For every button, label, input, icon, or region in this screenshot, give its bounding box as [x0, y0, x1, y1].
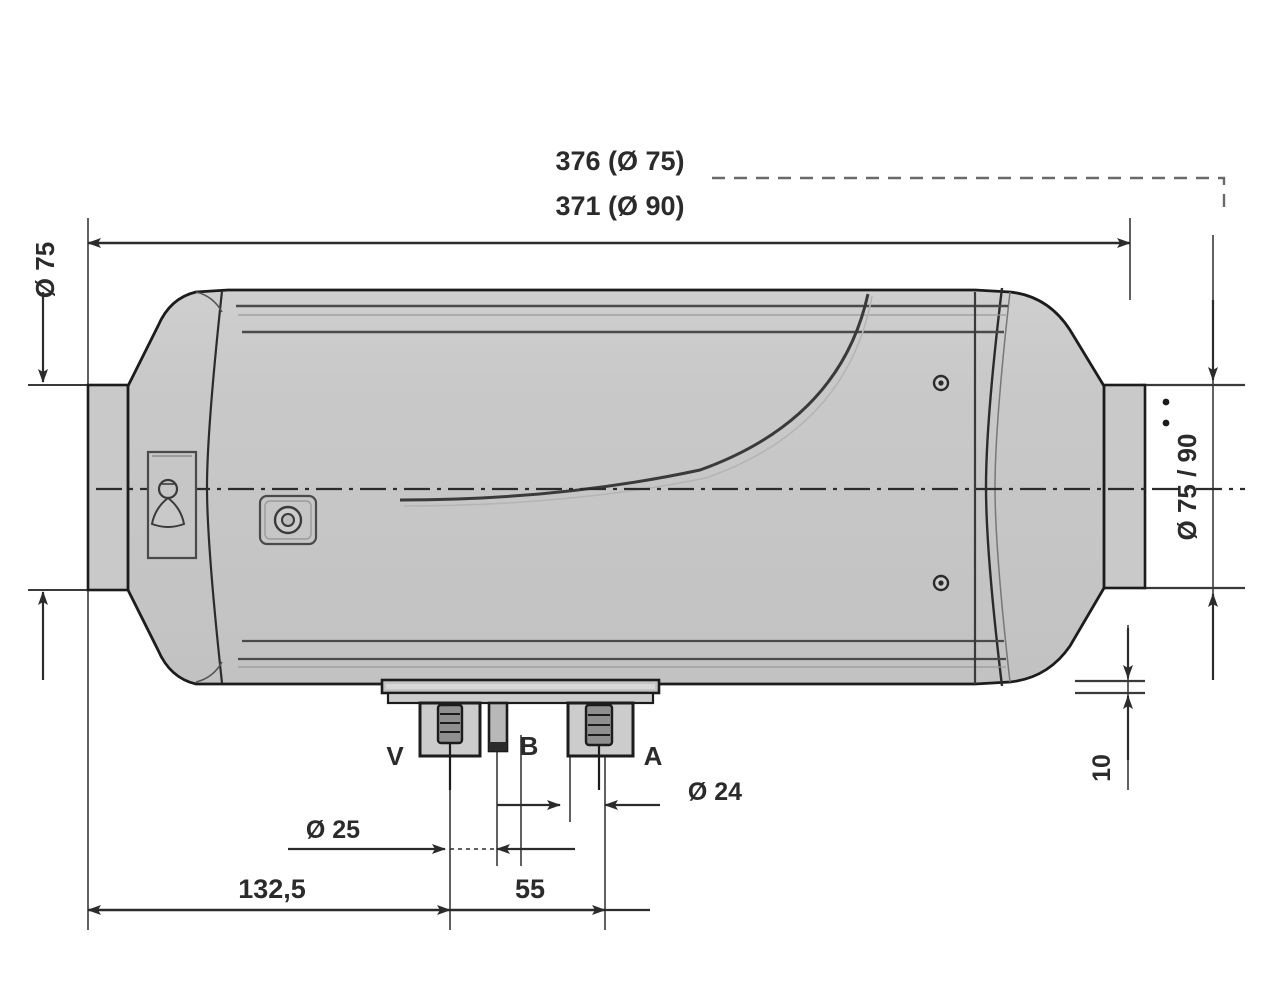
- port-label-b: B: [520, 731, 539, 761]
- heat-exchanger-sweep-curve: [399, 293, 873, 507]
- casing-seam-left: [205, 290, 224, 684]
- bottom-mounting-flange: [380, 678, 661, 705]
- dimension-label-dia24: Ø 24: [688, 778, 742, 806]
- dimension-label-dia7590-right: Ø 75 / 90: [1172, 434, 1202, 541]
- dimension-label-371: 371 (Ø 90): [555, 191, 684, 221]
- port-label-v: V: [386, 741, 404, 771]
- detail-dot-upper: [1162, 398, 1170, 406]
- port-block-a: [566, 701, 635, 790]
- dimension-dia24: Ø 24: [497, 778, 742, 810]
- mounting-screw-holes: [932, 374, 950, 592]
- dimension-line-bottom: 132,5 55: [87, 874, 650, 915]
- dimension-left-diameter: Ø 75: [28, 242, 92, 680]
- dimension-dia25: Ø 25: [288, 816, 575, 854]
- dimension-flange-height-10: 10: [1075, 625, 1145, 790]
- dimension-label-132-5: 132,5: [238, 874, 306, 904]
- sensor-boss-detail: [258, 494, 318, 546]
- dashed-projection-top: [712, 176, 1226, 210]
- casing-seam-right: [984, 287, 1011, 687]
- dimension-right-diameter: Ø 75 / 90: [1140, 300, 1245, 680]
- inlet-duct-stub-left: [86, 383, 132, 592]
- dimension-label-55: 55: [515, 874, 545, 904]
- casing-top-ridges: [236, 304, 1008, 334]
- dimension-label-10: 10: [1088, 754, 1116, 782]
- casing-bottom-ridges: [238, 639, 1006, 668]
- port-block-b: [487, 701, 509, 753]
- glow-plug-access-detail: [146, 450, 198, 560]
- port-label-a: A: [644, 741, 663, 771]
- outlet-duct-stub-right: [1098, 383, 1147, 590]
- dimension-label-dia25: Ø 25: [306, 816, 360, 844]
- dimension-label-dia75-left: Ø 75: [30, 242, 60, 298]
- detail-dot-lower: [1162, 419, 1170, 427]
- dimension-label-376: 376 (Ø 75): [555, 146, 684, 176]
- port-block-v: [418, 701, 482, 790]
- heater-casing-body: [126, 288, 1106, 686]
- casing-nose-fillet-left: [195, 291, 223, 683]
